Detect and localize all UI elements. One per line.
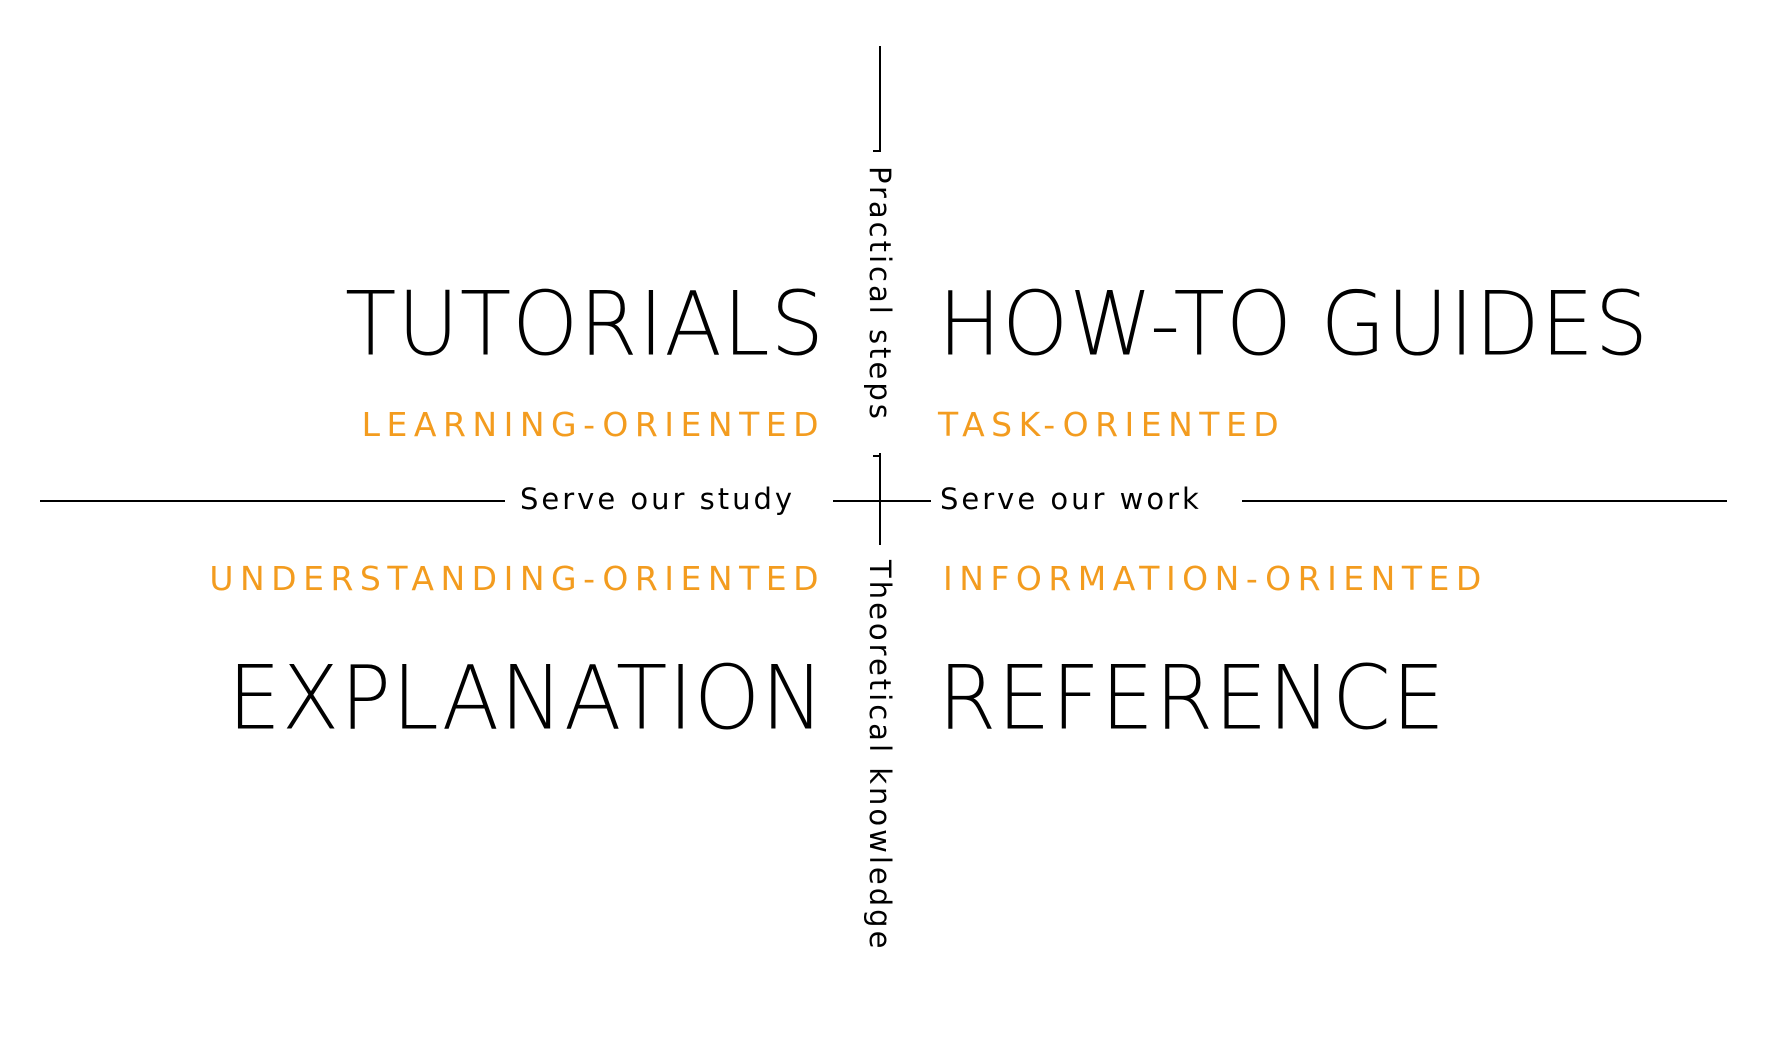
axis-label-serve-our-study: Serve our study [520,482,796,516]
quadrant-title-reference: REFERENCE [938,646,1446,750]
horizontal-axis-left-line [40,500,505,502]
vertical-axis-top-tick [873,150,881,152]
axis-label-serve-our-work: Serve our work [940,482,1202,516]
quadrant-orientation-learning: LEARNING-ORIENTED [361,405,825,444]
quadrant-title-tutorials: TUTORIALS [345,272,825,376]
vertical-axis-center-line [879,453,881,545]
horizontal-axis-right-line [1242,500,1727,502]
axis-label-theoretical-knowledge: Theoretical knowledge [863,560,897,952]
vertical-axis-middle-tick [873,455,881,457]
quadrant-title-how-to-guides: HOW-TO GUIDES [938,272,1650,376]
axis-label-practical-steps: Practical steps [863,166,897,422]
horizontal-axis-center-line [833,500,931,502]
quadrant-orientation-information: INFORMATION-ORIENTED [943,559,1488,598]
vertical-axis-top-line [879,46,881,152]
quadrant-orientation-understanding: UNDERSTANDING-ORIENTED [209,559,825,598]
quadrant-title-explanation: EXPLANATION [227,646,825,750]
quadrant-orientation-task: TASK-ORIENTED [938,405,1286,444]
